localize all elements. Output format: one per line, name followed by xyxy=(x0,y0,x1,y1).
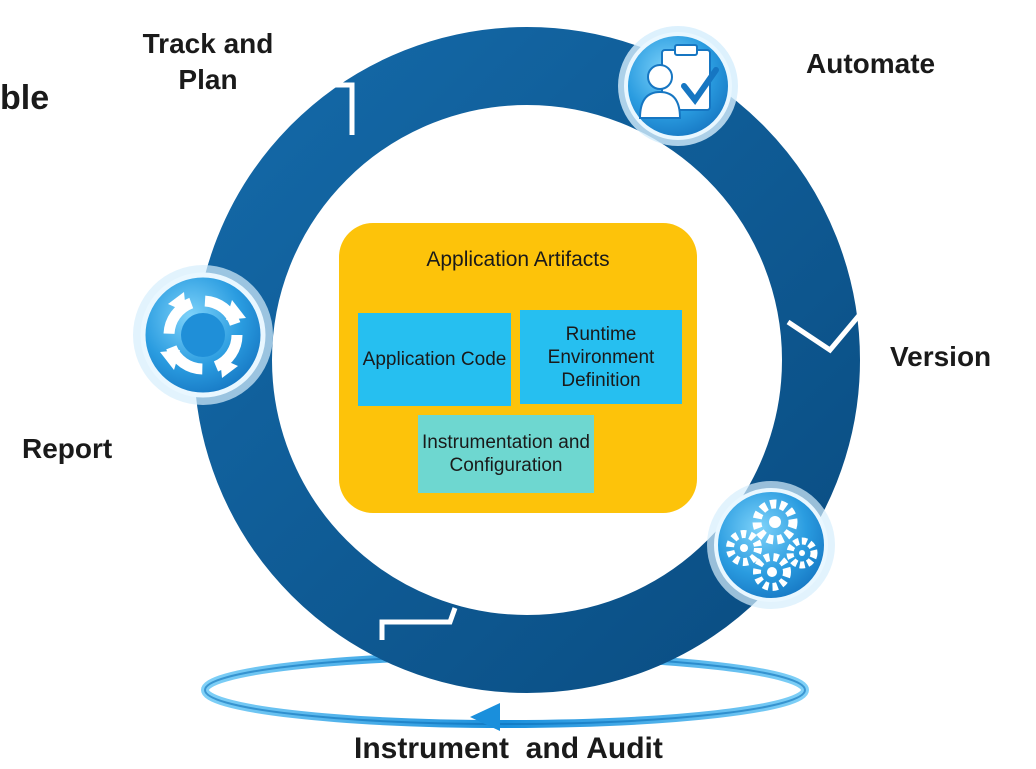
cropped-heading: ble xyxy=(0,79,50,117)
gears-icon xyxy=(707,481,835,609)
instrumentation-label: Instrumentation and Configuration xyxy=(422,432,590,476)
cycle-arrows-icon xyxy=(133,265,273,405)
artifacts-title: Application Artifacts xyxy=(426,247,610,271)
version-label: Version xyxy=(890,341,992,372)
orbit-arrow-icon xyxy=(470,703,500,731)
instrument-audit-label: Instrument and Audit xyxy=(354,732,663,765)
report-label: Report xyxy=(22,433,113,464)
ring-dividers xyxy=(255,82,874,640)
application-code-label: Application Code xyxy=(362,349,507,370)
track-plan-label: Track and Plan xyxy=(142,28,274,95)
application-code-box xyxy=(358,313,511,406)
clipboard-person-check-icon xyxy=(618,26,738,146)
runtime-environment-box xyxy=(520,310,682,404)
instrumentation-box xyxy=(418,415,594,493)
automate-label: Automate xyxy=(806,48,936,79)
runtime-environment-label: Runtime Environment Definition xyxy=(547,323,655,391)
